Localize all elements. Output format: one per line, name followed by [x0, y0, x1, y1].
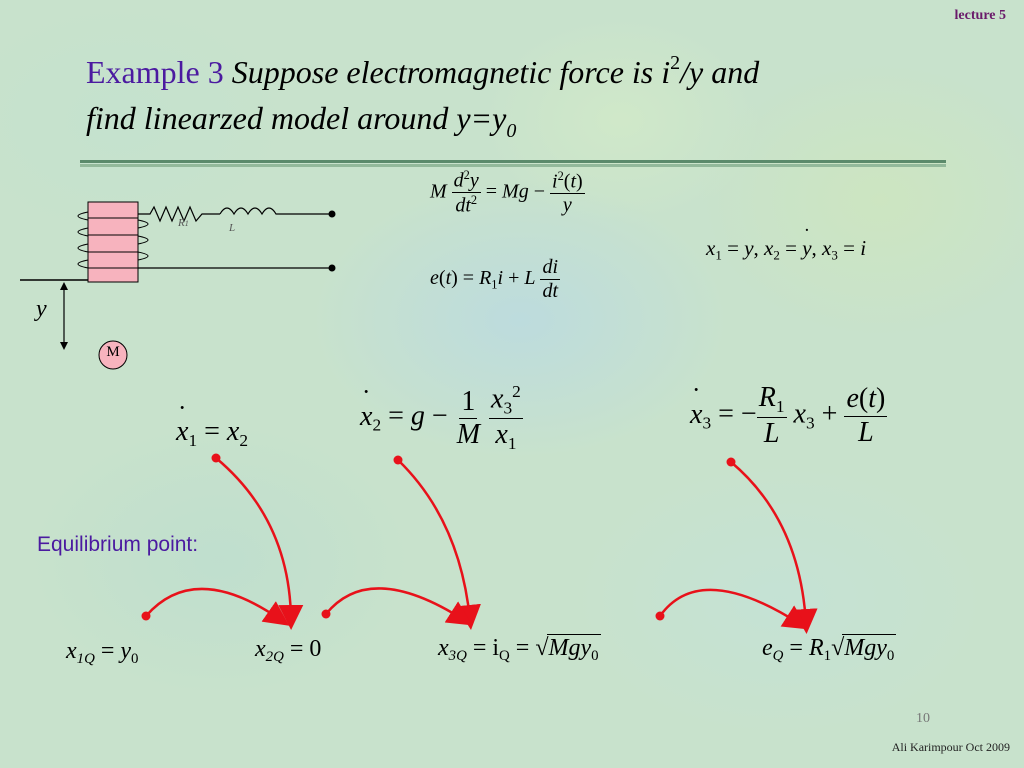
equilibrium-x1: x1Q = y0 [66, 638, 139, 668]
equilibrium-x3: x3Q = iQ = √Mgy0 [438, 634, 601, 665]
arrow-eq3-to-eq4 [658, 588, 809, 630]
inductor-label: L [229, 222, 236, 234]
arrow-x3-to-e [730, 461, 818, 634]
equilibrium-label: Equilibrium point: [37, 533, 199, 556]
state-equation-1: x1 = x2 [176, 416, 248, 451]
coil-windings-left [77, 211, 89, 269]
coil-core [87, 201, 139, 283]
author-footer: Ali Karimpour Oct 2009 [891, 740, 1010, 754]
arrow-eq1-to-eq2 [145, 587, 290, 626]
y-label: y [36, 296, 47, 322]
arrow-x1-to-x2 [215, 457, 304, 630]
page-number: 10 [916, 711, 930, 726]
equilibrium-e: eQ = R1√Mgy0 [762, 634, 897, 665]
arrow-x2-to-x3 [397, 459, 481, 630]
resistor-label: R1 [178, 217, 189, 229]
terminal-top [328, 210, 336, 218]
resistor-symbol [138, 205, 220, 223]
mass-label: M [106, 344, 120, 360]
slide-title: Example 3 Suppose electromagnetic force … [86, 40, 966, 154]
lecture-label: lecture 5 [954, 8, 1006, 23]
title-line-2: find linearzed model around y=y [86, 100, 507, 136]
equilibrium-x2: x2Q = 0 [255, 636, 322, 666]
title-sup: 2 [670, 52, 681, 74]
title-sub: 0 [506, 120, 517, 142]
mass-circle [98, 340, 128, 370]
title-text-2: /y and [680, 54, 760, 90]
state-definitions: x1 = y, x2 = y, x3 = i [706, 236, 866, 264]
inductor-symbol [219, 207, 330, 216]
title-text-1: Suppose electromagnetic force is i [231, 54, 671, 90]
terminal-bottom [328, 264, 336, 272]
electromagnet-diagram [20, 201, 336, 370]
arrow-eq2-to-eq3 [325, 587, 473, 626]
coil-windings-right [137, 219, 149, 261]
title-prefix: Example 3 [86, 54, 224, 90]
title-divider [80, 160, 946, 163]
state-equation-3: x3 = −R1L x3 + e(t)L [690, 382, 888, 450]
